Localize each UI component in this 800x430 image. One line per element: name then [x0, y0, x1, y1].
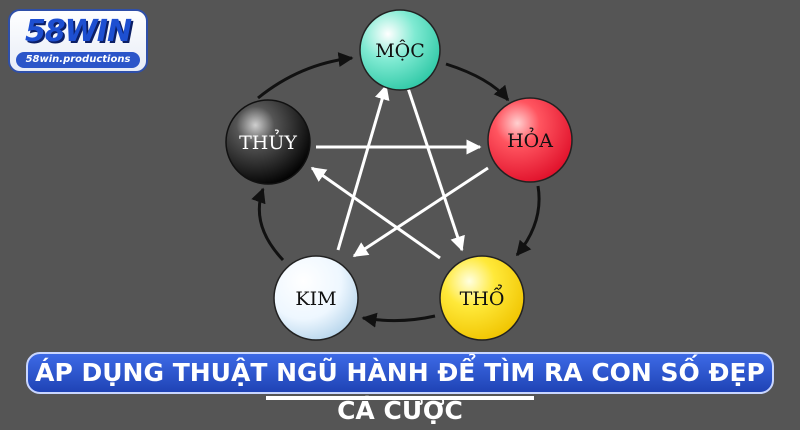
node-hoa-label: HỎA [507, 127, 553, 152]
node-moc-label: MỘC [375, 40, 425, 62]
five-elements-diagram: MỘC HỎA THỔ KIM THỦY [225, 9, 573, 341]
node-thuy: THỦY [225, 99, 311, 185]
node-moc-circle [359, 9, 441, 91]
node-kim-circle [273, 255, 359, 341]
node-moc: MỘC [359, 9, 441, 91]
brand-logo-wordmark: 58WIN [24, 14, 132, 49]
node-kim-label: KIM [295, 288, 336, 310]
node-thuy-circle [225, 99, 311, 185]
controlling-cycle-arrows [310, 84, 489, 260]
arrow-tho-to-thuy [310, 166, 441, 260]
arrow-kim-to-moc [336, 84, 390, 251]
bottom-strip [266, 396, 534, 400]
arrow-kim-to-thuy [251, 187, 285, 262]
title-banner: ÁP DỤNG THUẬT NGŨ HÀNH ĐỂ TÌM RA CON SỐ … [26, 352, 774, 425]
node-hoa-circle [487, 97, 573, 183]
node-tho-circle [439, 255, 525, 341]
node-kim: KIM [273, 255, 359, 341]
node-tho: THỔ [439, 255, 525, 341]
node-tho-label: THỔ [460, 284, 505, 310]
arrow-tho-to-kim [361, 312, 436, 328]
node-hoa: HỎA [487, 97, 573, 183]
brand-logo[interactable]: 58WIN 58win.productions [8, 9, 148, 73]
arrow-thuy-to-moc [257, 52, 354, 100]
generating-cycle-arrows [251, 52, 541, 328]
brand-logo-domain: 58win.productions [16, 52, 140, 68]
arrow-moc-to-hoa [445, 62, 510, 102]
arrow-hoa-to-kim [352, 166, 489, 258]
arrow-moc-to-tho [406, 87, 465, 252]
node-thuy-label: THỦY [239, 129, 297, 154]
arrow-hoa-to-tho [515, 185, 541, 257]
